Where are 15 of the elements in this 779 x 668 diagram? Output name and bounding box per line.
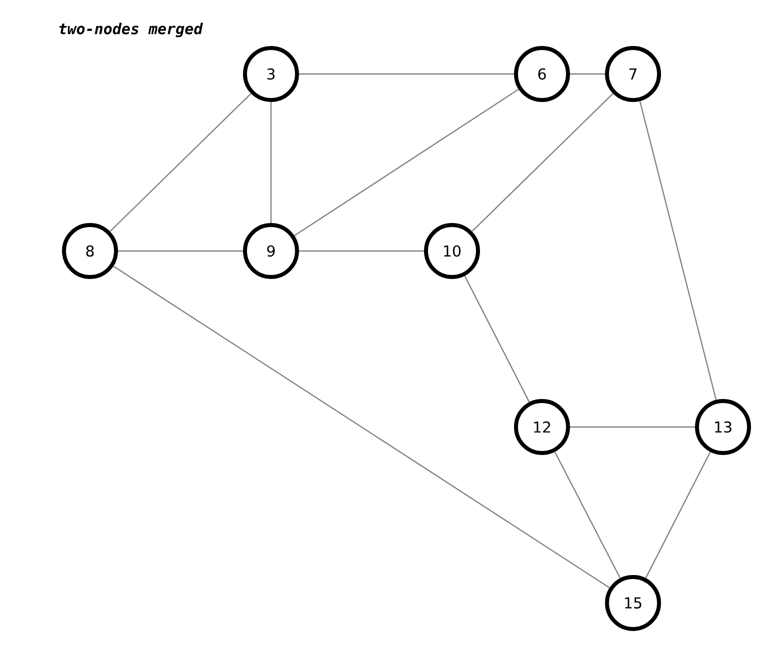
title: two-nodes merged: [59, 22, 203, 38]
edge-line: [113, 266, 610, 588]
edge-line: [270, 102, 272, 223]
edge-line: [639, 100, 717, 400]
edge-line: [299, 73, 514, 75]
edge-line: [110, 93, 252, 232]
edge-line: [294, 88, 519, 236]
edge-line: [299, 250, 424, 252]
edge-line: [645, 452, 711, 578]
edge-line: [472, 93, 614, 232]
edge-line: [464, 276, 530, 402]
edge-line: [118, 250, 243, 252]
edge-line: [570, 426, 695, 428]
edge-line: [554, 452, 621, 578]
edge-line: [570, 73, 605, 75]
